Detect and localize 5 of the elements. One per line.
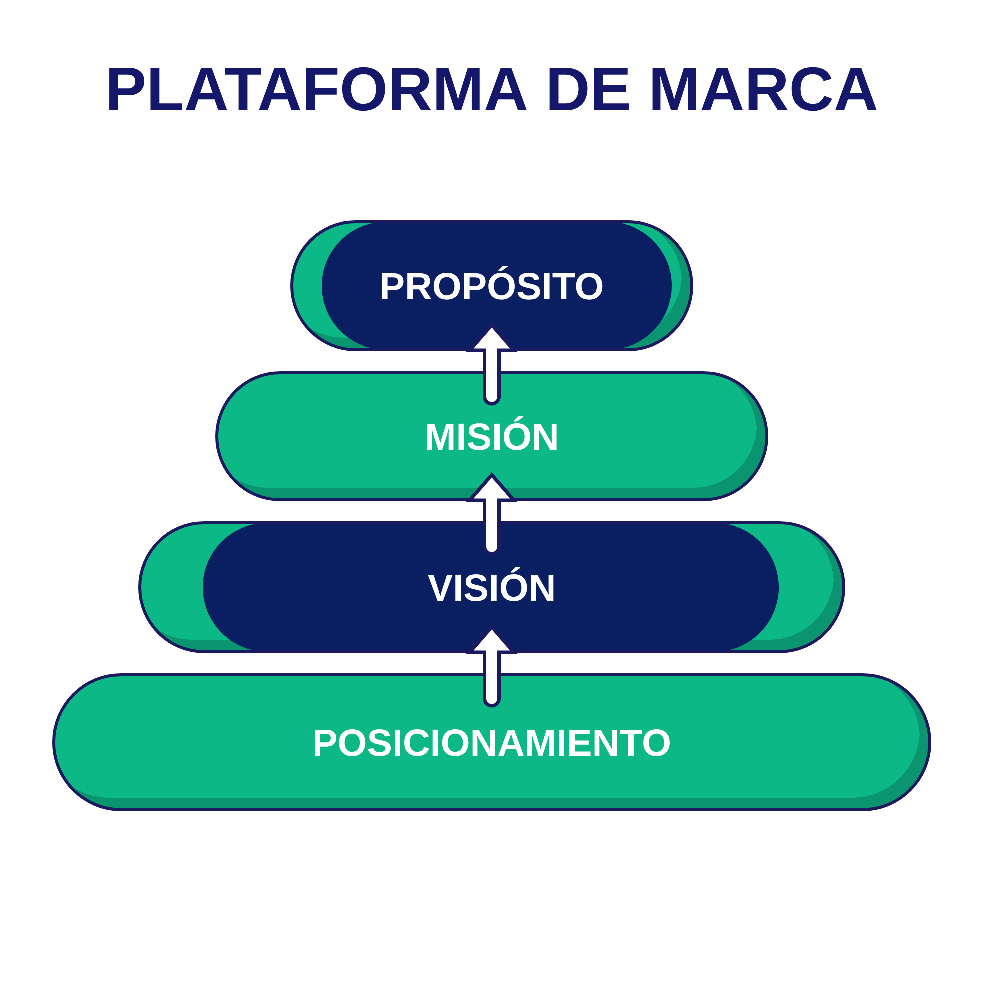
- pill-box: MISIÓN: [216, 372, 768, 502]
- title: PLATAFORMA DE MARCA: [110, 67, 877, 112]
- pill-box: VISIÓN: [138, 522, 846, 654]
- pill-box: POSICIONAMIENTO: [52, 674, 932, 812]
- pill-box: PROPÓSITO: [290, 220, 694, 352]
